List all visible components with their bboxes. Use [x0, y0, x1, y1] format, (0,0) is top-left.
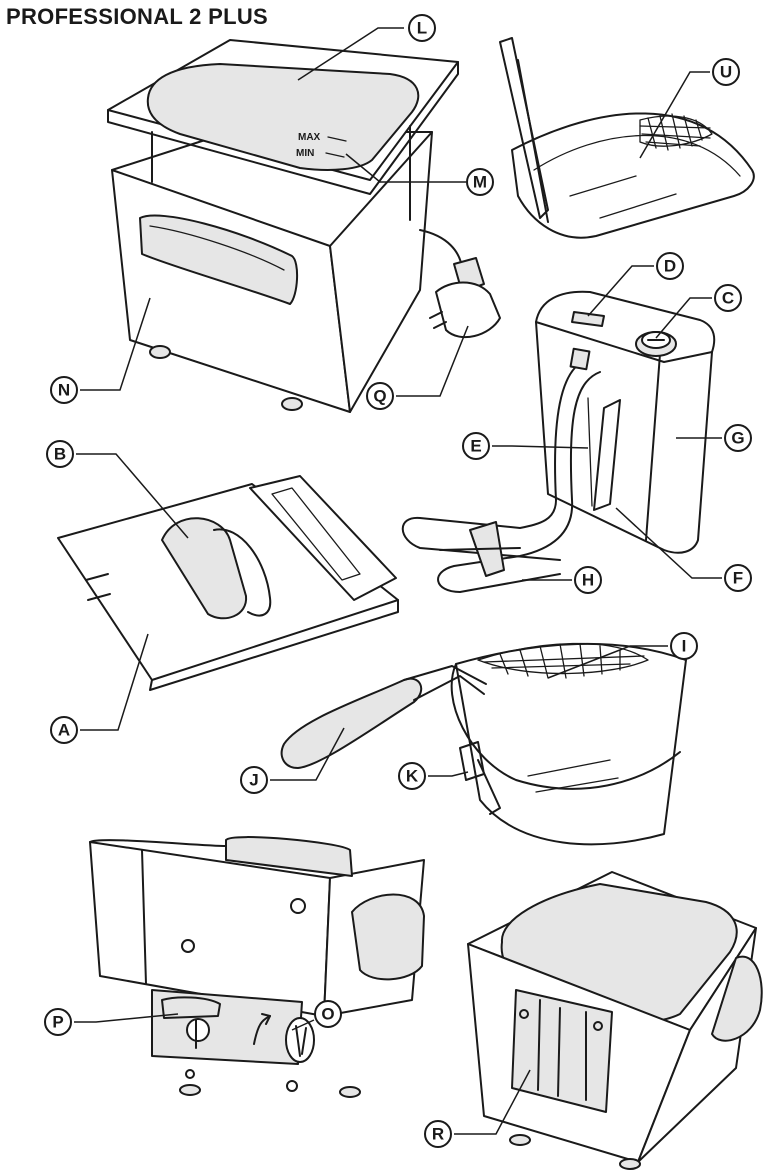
callout-l: L: [408, 14, 436, 42]
callout-h: H: [574, 566, 602, 594]
callout-q-label: Q: [373, 387, 386, 406]
leader-lines: [74, 27, 722, 1135]
callout-f: F: [724, 564, 752, 592]
callout-e: E: [462, 432, 490, 460]
frying-basket: [280, 642, 687, 846]
callout-b: B: [46, 440, 74, 468]
callout-g-label: G: [731, 429, 744, 448]
callout-j: J: [240, 766, 268, 794]
callout-g: G: [724, 424, 752, 452]
callout-r-label: R: [432, 1125, 444, 1144]
callout-m: M: [466, 168, 494, 196]
callout-r: R: [424, 1120, 452, 1148]
basket-mesh: [477, 642, 649, 679]
callout-c-label: C: [722, 289, 734, 308]
fryer-body: [111, 131, 433, 413]
callout-d: D: [656, 252, 684, 280]
diagram-title: PROFESSIONAL 2 PLUS: [6, 4, 269, 29]
callout-c: C: [714, 284, 742, 312]
callout-f-label: F: [733, 569, 743, 588]
min-level-mark: MIN: [296, 148, 314, 159]
callout-i-label: I: [682, 637, 687, 656]
callout-p-label: P: [52, 1013, 63, 1032]
callout-i: I: [670, 632, 698, 660]
callout-m-label: M: [473, 173, 487, 192]
fryer-lid: [107, 39, 459, 221]
fryer-tank-view: [467, 871, 763, 1170]
callout-j-label: J: [249, 771, 258, 790]
callout-u: U: [712, 58, 740, 86]
callout-d-label: D: [664, 257, 676, 276]
callout-k-label: K: [406, 767, 419, 786]
callout-l-label: L: [417, 19, 427, 38]
callout-a-label: A: [58, 721, 70, 740]
max-min-level-marks: MAX MIN: [296, 132, 347, 159]
callout-u-label: U: [720, 63, 732, 82]
callout-o: O: [314, 1000, 342, 1028]
callout-a: A: [50, 716, 78, 744]
fryer-cover-with-handle: [57, 475, 399, 691]
callout-k: K: [398, 762, 426, 790]
callout-p: P: [44, 1008, 72, 1036]
callout-e-label: E: [470, 437, 481, 456]
max-level-mark: MAX: [298, 132, 321, 143]
callout-n-label: N: [58, 381, 70, 400]
callout-n: N: [50, 376, 78, 404]
control-unit: [401, 290, 716, 593]
callout-q: Q: [366, 382, 394, 410]
callout-h-label: H: [582, 571, 594, 590]
callout-o-label: O: [321, 1005, 334, 1024]
mesh-filter-patch: [639, 113, 713, 151]
callout-b-label: B: [54, 445, 66, 464]
power-cord-plug: [419, 229, 501, 339]
fryer-rear-view: [89, 836, 425, 1098]
